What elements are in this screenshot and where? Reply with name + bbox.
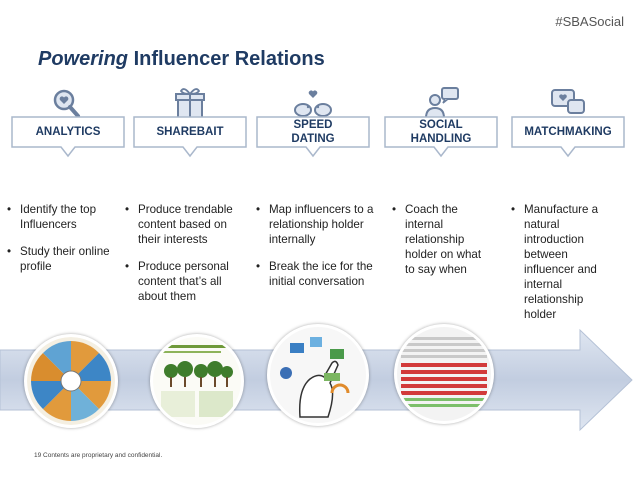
tab-analytics: ANALYTICS [11, 116, 125, 158]
gift-icon [175, 88, 205, 119]
social-handling-thumbnail [394, 324, 494, 424]
bullet-list: Identify the top Influencers Study their… [7, 202, 125, 286]
analytics-thumbnail [24, 334, 118, 428]
birds-heart-icon [294, 90, 332, 117]
page-title: Powering Influencer Relations [38, 48, 325, 71]
speech-bubbles-icon [551, 89, 585, 114]
magnifier-heart-icon [53, 89, 80, 118]
bullet: Produce personal content that’s all abou… [125, 259, 243, 304]
bullet-list: Manufacture a natural introduction betwe… [511, 202, 623, 334]
bullet: Manufacture a natural introduction betwe… [511, 202, 614, 322]
bullet-list: Produce trendable content based on their… [125, 202, 243, 316]
hashtag: #SBASocial [555, 14, 624, 29]
tab-label: SOCIAL HANDLING [410, 119, 472, 145]
speed-dating-thumbnail [267, 324, 369, 426]
bullet: Study their online profile [7, 244, 125, 274]
bullet: Produce trendable content based on their… [125, 202, 243, 247]
tab-matchmaking: MATCHMAKING [511, 116, 625, 158]
bullet-list: Map influencers to a relationship holder… [256, 202, 374, 301]
footer-text: 19 Contents are proprietary and confiden… [34, 452, 163, 459]
title-italic: Powering [38, 48, 129, 70]
bullet-list: Coach the internal relationship holder o… [392, 202, 510, 289]
bullet: Break the ice for the initial conversati… [256, 259, 374, 289]
bullet: Map influencers to a relationship holder… [256, 202, 374, 247]
tab-label: MATCHMAKING [524, 126, 612, 138]
sharebait-thumbnail [150, 334, 244, 428]
tab-sharebait: SHAREBAIT [133, 116, 247, 158]
title-rest: Influencer Relations [128, 48, 325, 70]
tab-label: SPEED DATING [291, 119, 335, 145]
tab-label: SHAREBAIT [156, 126, 224, 138]
person-speech-icon [424, 87, 459, 119]
tab-social-handling: SOCIAL HANDLING [384, 116, 498, 158]
tab-label: ANALYTICS [35, 126, 101, 138]
bullet: Identify the top Influencers [7, 202, 125, 232]
tab-speed-dating: SPEED DATING [256, 116, 370, 158]
bullet: Coach the internal relationship holder o… [392, 202, 485, 277]
